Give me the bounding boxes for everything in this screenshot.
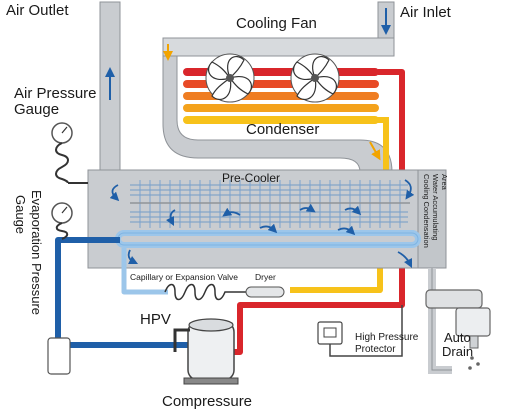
label-high-pressure-line1: High Pressure bbox=[355, 332, 419, 343]
suction-line bbox=[55, 237, 190, 348]
cooling-fan-left bbox=[205, 53, 255, 103]
hot-refrigerant-line bbox=[222, 69, 405, 355]
label-high-pressure-line2: Protector bbox=[355, 344, 396, 355]
compressor bbox=[173, 318, 239, 385]
separator-tank bbox=[47, 337, 71, 375]
pre-cooler-body bbox=[87, 169, 447, 269]
label-compressure: Compressure bbox=[162, 393, 252, 410]
label-auto-drain-line1: Auto bbox=[444, 330, 471, 345]
label-condensation-area-line1: Cooling Condensation bbox=[422, 174, 431, 248]
label-air-inlet: Air Inlet bbox=[400, 4, 452, 21]
auto-drain bbox=[425, 268, 491, 374]
label-air-outlet: Air Outlet bbox=[6, 2, 69, 19]
air-outlet-duct bbox=[99, 1, 121, 175]
label-cooling-fan: Cooling Fan bbox=[236, 15, 317, 32]
label-capillary: Capillary or Expansion Valve bbox=[130, 272, 238, 282]
capillary-coil bbox=[164, 283, 246, 301]
condenser-housing bbox=[162, 37, 395, 173]
label-auto-drain-line2: Drain bbox=[442, 344, 473, 359]
label-hpv: HPV bbox=[140, 311, 171, 328]
high-pressure-protector bbox=[317, 305, 403, 357]
label-condensation-area-line2: Water Accumulating bbox=[431, 174, 440, 240]
label-condensation-area-line3: Area bbox=[440, 174, 449, 191]
label-condenser: Condenser bbox=[246, 121, 319, 138]
label-pre-cooler: Pre-Cooler bbox=[222, 171, 280, 185]
air-pressure-gauge bbox=[51, 122, 88, 184]
air-inlet-duct bbox=[377, 1, 395, 39]
evaporation-pressure-gauge bbox=[51, 202, 73, 240]
label-dryer: Dryer bbox=[255, 272, 276, 282]
cooling-fan-right bbox=[290, 53, 340, 103]
label-evaporation-pressure-line1: Evaporation Pressure bbox=[29, 190, 44, 315]
dryer bbox=[245, 286, 285, 298]
label-evaporation-pressure-line2: Gauge bbox=[13, 195, 28, 234]
capillary-line bbox=[121, 248, 168, 295]
label-air-pressure-gauge-line2: Gauge bbox=[14, 101, 59, 118]
label-air-pressure-gauge-line1: Air Pressure bbox=[14, 85, 97, 102]
